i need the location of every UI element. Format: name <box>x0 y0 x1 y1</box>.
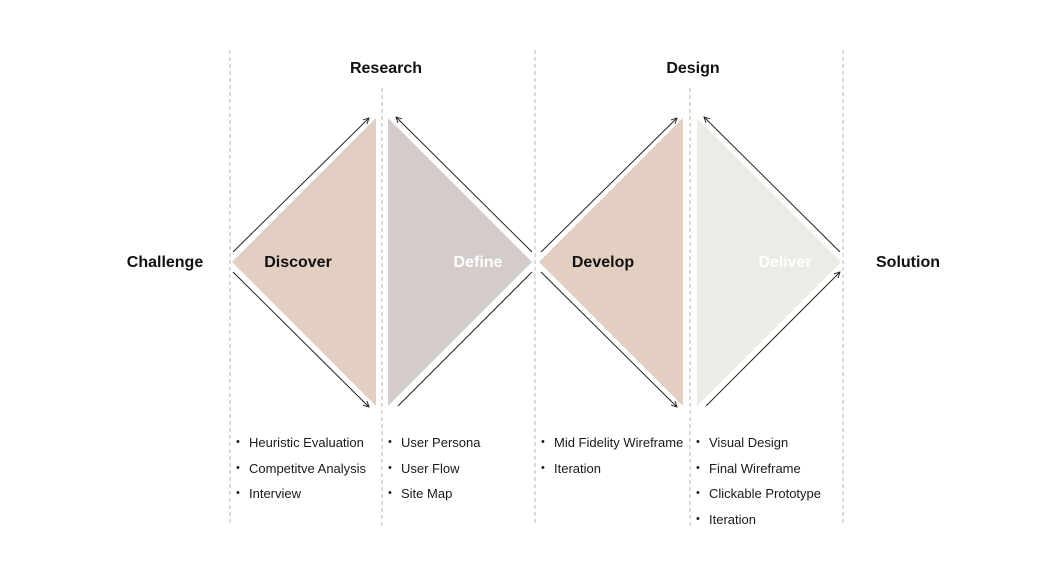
deliver-triangle <box>697 118 841 406</box>
arrow-deliver-up <box>704 117 841 253</box>
phase-label-deliver: Deliver <box>758 254 811 271</box>
dividers <box>229 50 844 526</box>
arrow-define-up <box>396 117 533 253</box>
arrows <box>232 117 841 407</box>
stage-title-research: Research <box>350 60 422 77</box>
stage-title-design: Design <box>666 60 719 77</box>
develop-triangle <box>539 118 683 406</box>
solution-label: Solution <box>876 254 940 271</box>
arrow-discover-up <box>232 118 369 253</box>
phase-label-discover: Discover <box>264 254 332 271</box>
define-triangle <box>388 118 532 406</box>
arrow-develop-up <box>540 118 677 253</box>
discover-triangle <box>232 118 376 406</box>
phase-label-develop: Develop <box>572 254 634 271</box>
arrow-define-down <box>397 271 533 407</box>
phase-label-define: Define <box>454 254 503 271</box>
arrow-develop-down <box>540 271 677 407</box>
challenge-label: Challenge <box>127 254 204 271</box>
arrow-discover-down <box>232 271 369 407</box>
arrow-deliver-down <box>705 272 840 407</box>
